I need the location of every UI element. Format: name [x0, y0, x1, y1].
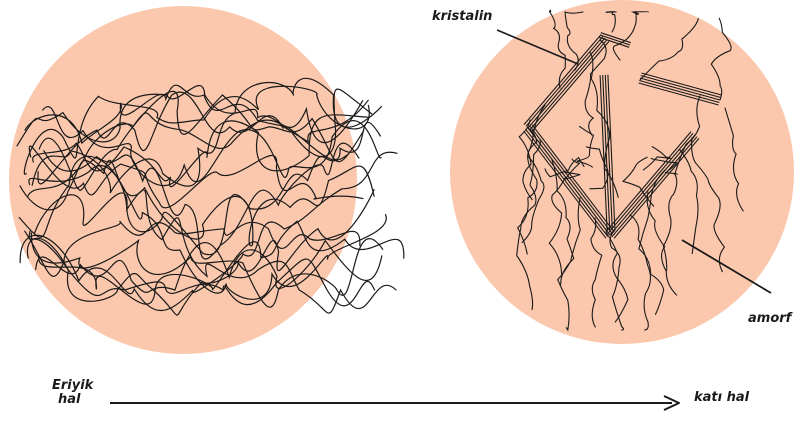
melt-circle — [9, 6, 357, 354]
amorf-label: amorf — [748, 312, 791, 326]
eriyik-hal-label: Eriyik hal — [52, 379, 93, 407]
solid-circle — [450, 0, 794, 344]
kristalin-label: kristalin — [432, 10, 492, 24]
kati-hal-label: katı hal — [694, 391, 749, 405]
eriyik-label-line2: hal — [52, 393, 93, 407]
eriyik-label-line1: Eriyik — [52, 379, 93, 393]
